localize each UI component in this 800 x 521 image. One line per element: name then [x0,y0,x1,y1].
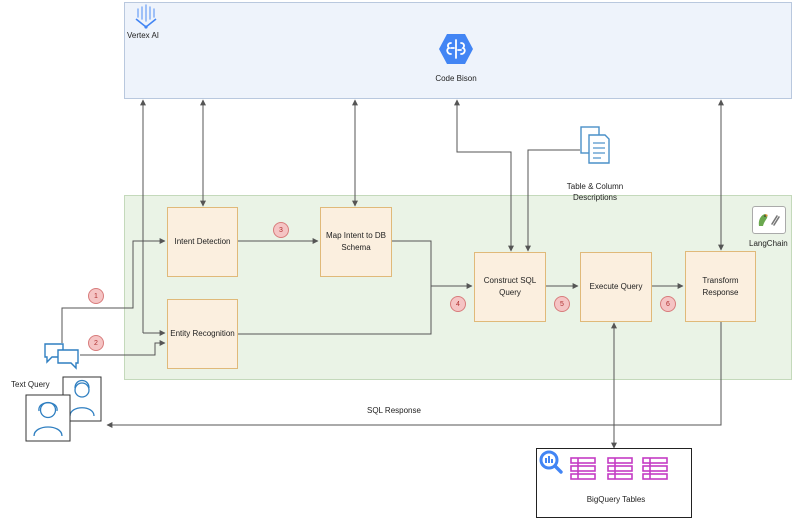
map-intent-node: Map Intent to DB Schema [320,207,392,277]
users-icon [25,376,102,442]
table-column-label-line1: Table & Column [566,182,624,191]
execute-query-label: Execute Query [589,282,643,291]
chat-bubbles-icon [44,343,79,370]
sql-response-label: SQL Response [367,406,421,415]
table-column-label-line2: Descriptions [572,193,617,202]
transform-response-node: Transform Response [685,251,756,322]
transform-label-line2: Response [702,287,739,297]
sql-response-connector [106,322,722,428]
bigquery-tables-box [536,448,692,518]
construct-sql-node: Construct SQL Query [474,252,546,322]
step-badge-3: 3 [273,222,289,238]
vertex-ai-icon [135,4,157,29]
execute-query-node: Execute Query [580,252,652,322]
map-intent-label-line2: Schema [341,243,371,252]
langchain-icon [752,206,786,234]
langchain-label: LangChain [749,239,788,248]
bigquery-search-icon [539,450,563,474]
vertex-ai-label: Vertex AI [127,31,160,40]
step-badge-4: 4 [450,296,466,312]
intent-detection-label: Intent Detection [174,237,231,246]
entity-recognition-node: Entity Recognition [167,299,238,369]
entity-construct-connector [238,286,432,335]
table-icon-1 [570,457,596,480]
transform-label-line1: Transform [702,275,739,285]
brain-icon [439,34,473,64]
text-query-label: Text Query [11,380,50,389]
descriptions-construct-connector [525,149,580,252]
bigquery-icons [539,450,668,480]
documents-icon [580,126,610,164]
step-badge-5: 5 [554,296,570,312]
textquery-entity-connector [80,340,166,356]
step-badge-1: 1 [88,288,104,304]
code-bison-label: Code Bison [435,74,477,83]
construct-sql-label-line2: Query [499,288,521,297]
parrot-chain-icon [758,214,780,226]
entity-recognition-label: Entity Recognition [170,329,235,338]
intent-detection-node: Intent Detection [167,207,238,277]
step-badge-6: 6 [660,296,676,312]
textquery-intent-connector [61,238,166,343]
table-icon-2 [607,457,633,480]
codebison-construct-connector [454,99,514,252]
map-construct-connector [392,240,473,289]
construct-sql-label-line1: Construct SQL [483,276,537,285]
bigquery-tables-label: BigQuery Tables [586,495,646,504]
step-badge-2: 2 [88,335,104,351]
map-intent-label-line1: Map Intent to DB [325,231,387,240]
table-icon-3 [642,457,668,480]
